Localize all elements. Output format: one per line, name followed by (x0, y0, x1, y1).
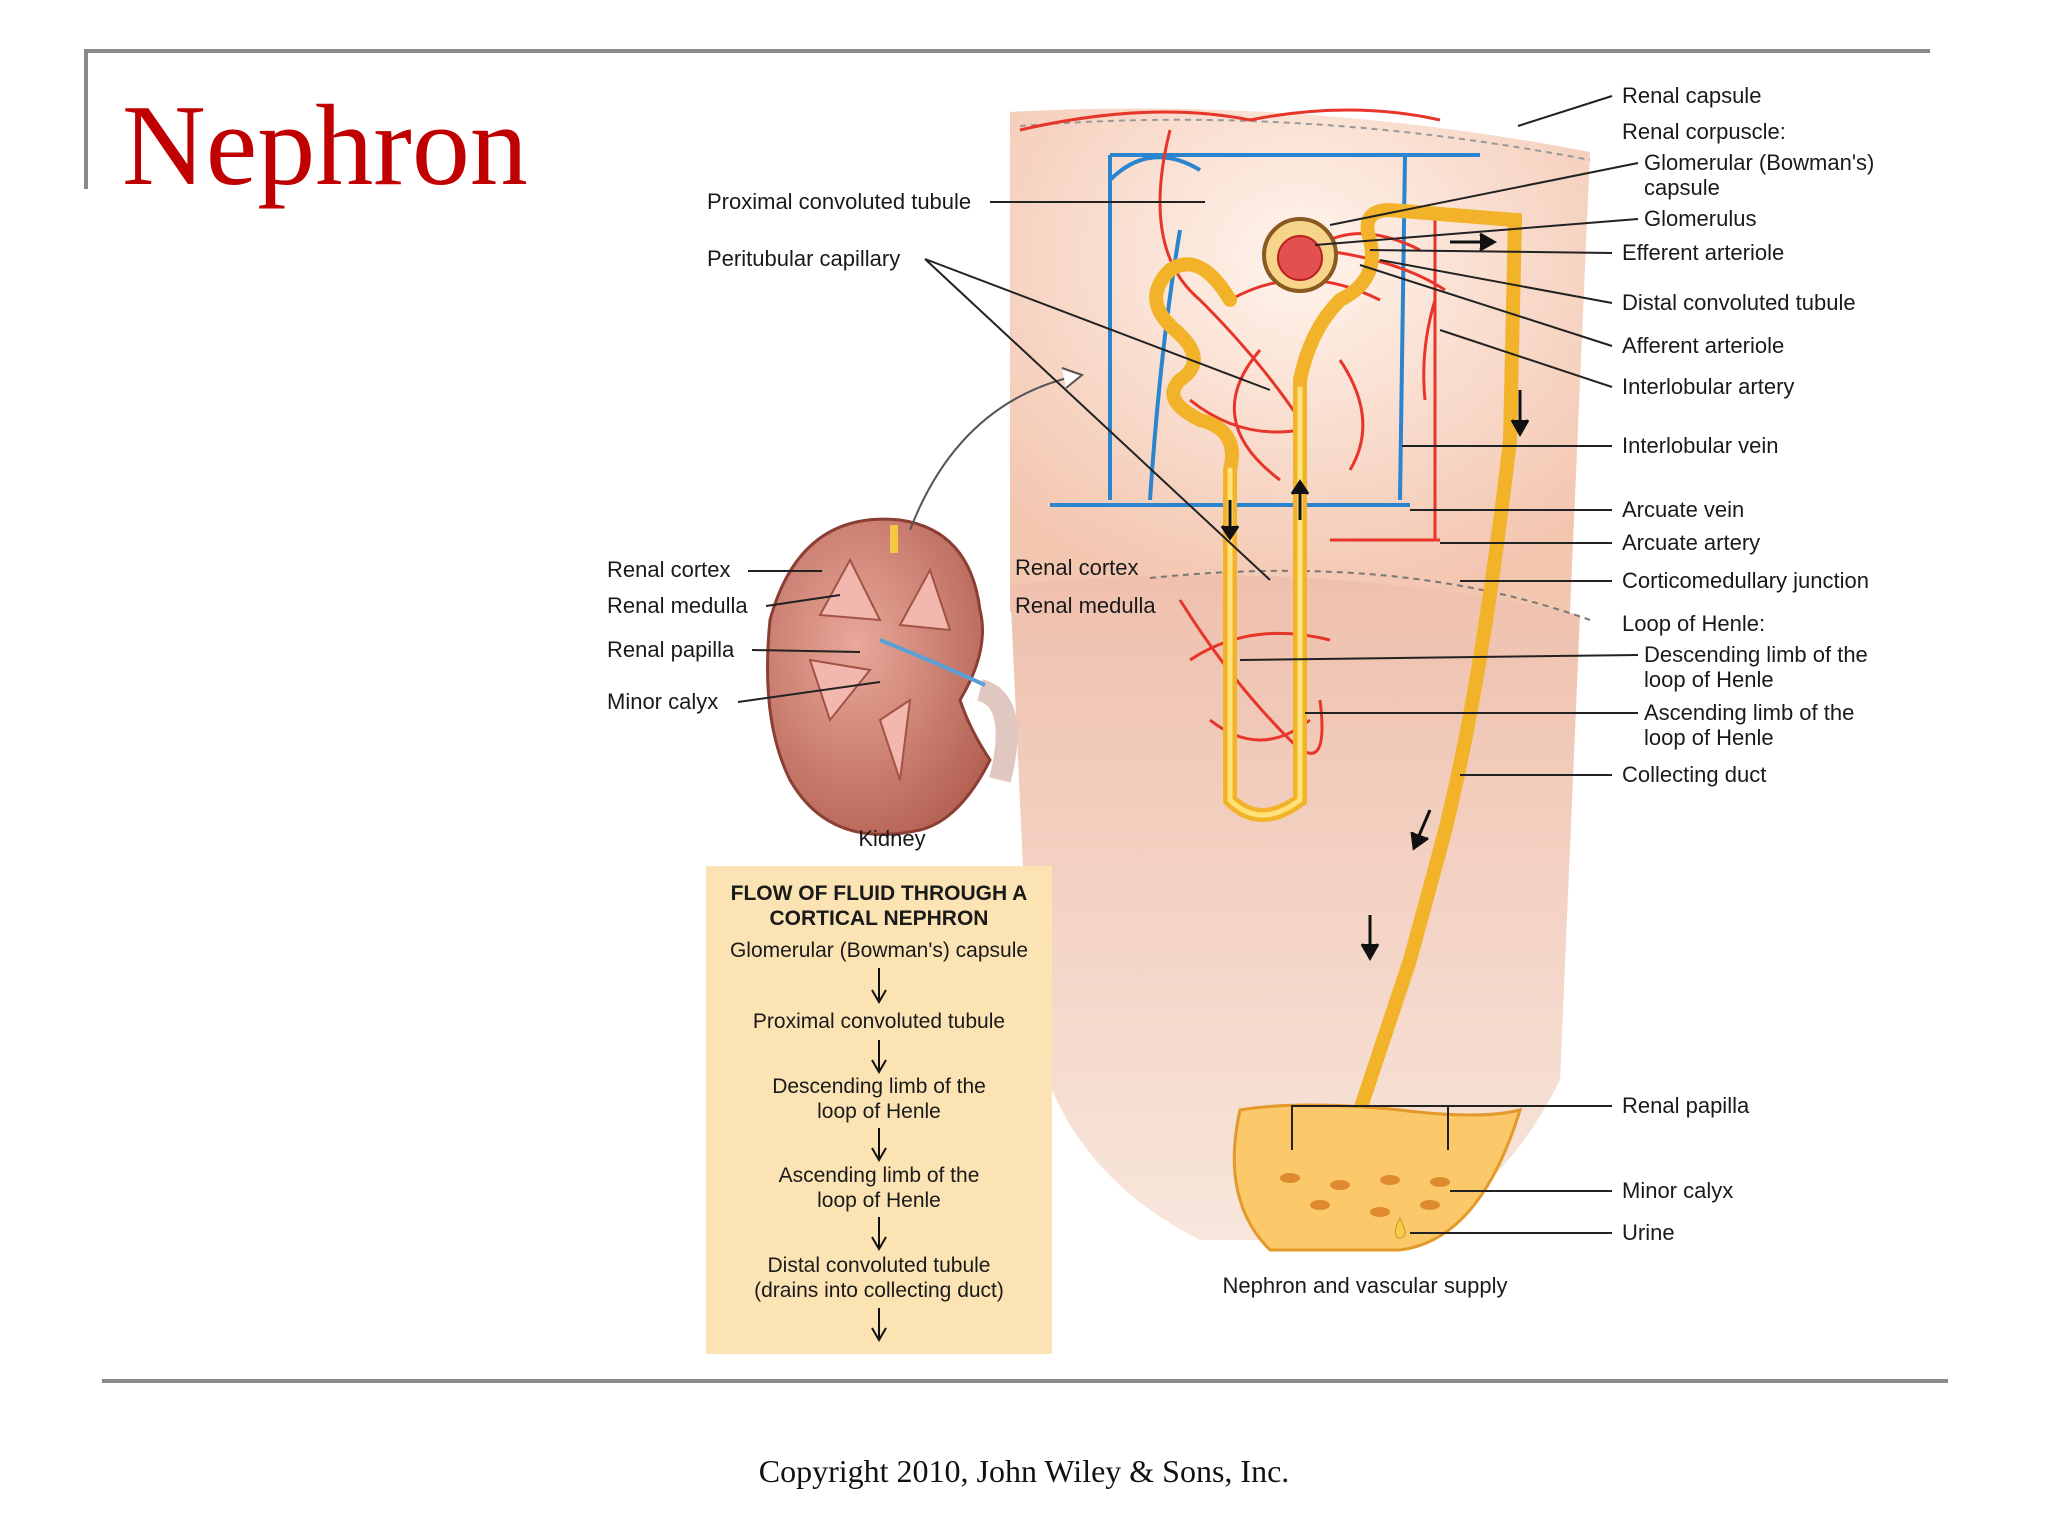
label-glomerulus: Glomerulus (1644, 206, 1756, 231)
copyright-footer: Copyright 2010, John Wiley & Sons, Inc. (758, 1453, 1290, 1489)
leader-interlobular-artery (1439, 329, 1613, 388)
label-kidney-renal-papilla: Renal papilla (607, 637, 735, 662)
label-corticomedullary-junction: Corticomedullary junction (1622, 568, 1869, 593)
arrow-descending (1220, 500, 1240, 541)
medulla-region (1010, 575, 1580, 1240)
label-proximal-convoluted-tubule: Proximal convoluted tubule (707, 189, 971, 214)
label-kidney-renal-medulla: Renal medulla (607, 593, 748, 618)
label-right-renal-papilla: Renal papilla (1622, 1093, 1750, 1118)
arrow-duct (1410, 809, 1432, 851)
label-afferent-arteriole: Afferent arteriole (1622, 333, 1784, 358)
flow-arrow-4 (871, 1217, 887, 1251)
label-middle-renal-medulla: Renal medulla (1015, 593, 1156, 618)
right-labels: Renal capsule Renal corpuscle: Glomerula… (1223, 83, 1875, 1298)
distal-and-collecting-duct (1293, 202, 1523, 1117)
slide-title: Nephron (122, 82, 528, 210)
leader-descending (1239, 654, 1639, 661)
leader-afferent (1359, 264, 1613, 347)
renal-capsule-line (1019, 118, 1591, 161)
flow-step-1: Glomerular (Bowman's) capsule (730, 939, 1028, 962)
label-urine: Urine (1622, 1220, 1675, 1245)
label-loop-of-henle: Loop of Henle: (1622, 611, 1765, 636)
urine-drop (1394, 1216, 1406, 1239)
label-kidney-renal-cortex: Renal cortex (607, 557, 731, 582)
flow-heading-2: CORTICAL NEPHRON (770, 907, 989, 930)
label-descending-limb-1: Descending limb of the (1644, 642, 1868, 667)
corticomedullary-line (1149, 569, 1591, 621)
leader-right-papilla (1291, 1105, 1612, 1150)
label-glomerular-capsule-2: capsule (1644, 175, 1720, 200)
label-arcuate-vein: Arcuate vein (1622, 497, 1744, 522)
label-peritubular-capillary: Peritubular capillary (707, 246, 900, 271)
flow-arrows (1220, 232, 1530, 962)
slide-frame-left (84, 49, 88, 189)
kidney-pyramids (808, 557, 952, 781)
nephron-caption: Nephron and vascular supply (1223, 1273, 1508, 1298)
flow-heading-1: FLOW OF FLUID THROUGH A (731, 882, 1028, 905)
label-distal-convoluted-tubule: Distal convoluted tubule (1622, 290, 1856, 315)
label-ascending-limb-1: Ascending limb of the (1644, 700, 1854, 725)
arrow-ascending (1290, 479, 1310, 520)
label-kidney-minor-calyx: Minor calyx (607, 689, 718, 714)
flow-step-2: Proximal convoluted tubule (753, 1010, 1005, 1033)
slide-frame-top (84, 49, 1930, 53)
zoom-arrow-head (1061, 367, 1085, 389)
arrow-collecting (1510, 390, 1530, 438)
label-efferent-arteriole: Efferent arteriole (1622, 240, 1784, 265)
leader-distal (1379, 259, 1613, 304)
kidney-nephron-marker (890, 525, 898, 553)
kidney-vessels (879, 638, 986, 687)
label-right-minor-calyx: Minor calyx (1622, 1178, 1733, 1203)
zoom-arrow (909, 374, 1081, 531)
label-collecting-duct: Collecting duct (1622, 762, 1766, 787)
label-interlobular-vein: Interlobular vein (1622, 433, 1779, 458)
flow-step-5a: Distal convoluted tubule (768, 1254, 991, 1277)
leader-efferent (1369, 249, 1613, 254)
flow-step-4a: Ascending limb of the (779, 1164, 980, 1187)
leader-kidney-calyx (737, 681, 881, 703)
loop-highlight (1227, 377, 1303, 818)
leader-kidney-medulla (765, 594, 841, 607)
interlobular-vein (1108, 153, 1480, 501)
leader-kidney-papilla (751, 649, 861, 653)
label-arcuate-artery: Arcuate artery (1622, 530, 1760, 555)
vascular-network (1019, 108, 1480, 755)
kidney-caption: Kidney (858, 826, 925, 851)
kidney-shape (766, 517, 992, 836)
ureter (976, 679, 1018, 783)
label-renal-capsule: Renal capsule (1622, 83, 1761, 108)
flow-step-3a: Descending limb of the (772, 1075, 986, 1098)
flow-arrow-2 (871, 1040, 887, 1074)
renal-papilla-shape (1232, 1103, 1523, 1252)
arrow-distal (1450, 232, 1498, 252)
flow-box-background (706, 866, 1052, 1354)
flow-step-3b: loop of Henle (817, 1100, 941, 1123)
label-ascending-limb-2: loop of Henle (1644, 725, 1774, 750)
leader-glomerulus (1314, 218, 1639, 246)
flow-arrow-3 (871, 1128, 887, 1162)
slide-frame-bottom (102, 1379, 1948, 1383)
papilla-pores (1280, 1173, 1450, 1217)
label-renal-corpuscle: Renal corpuscle: (1622, 119, 1786, 144)
label-descending-limb-2: loop of Henle (1644, 667, 1774, 692)
flow-arrow-5 (871, 1308, 887, 1342)
label-middle-renal-cortex: Renal cortex (1015, 555, 1139, 580)
flow-step-4b: loop of Henle (817, 1189, 941, 1212)
label-glomerular-capsule-1: Glomerular (Bowman's) (1644, 150, 1874, 175)
flow-box: FLOW OF FLUID THROUGH A CORTICAL NEPHRON… (706, 866, 1052, 1354)
leader-glomerular-capsule (1329, 162, 1639, 226)
flow-step-5b: (drains into collecting duct) (754, 1279, 1004, 1302)
leader-renal-capsule (1517, 95, 1613, 127)
label-interlobular-artery: Interlobular artery (1622, 374, 1794, 399)
arrow-duct-lower (1360, 915, 1380, 962)
flow-arrow-1 (871, 968, 887, 1004)
leader-peritubular (924, 258, 1271, 581)
interlobular-artery (1422, 210, 1437, 540)
left-labels: Proximal convoluted tubule Peritubular c… (607, 189, 1271, 851)
glomerulus (1277, 235, 1323, 281)
